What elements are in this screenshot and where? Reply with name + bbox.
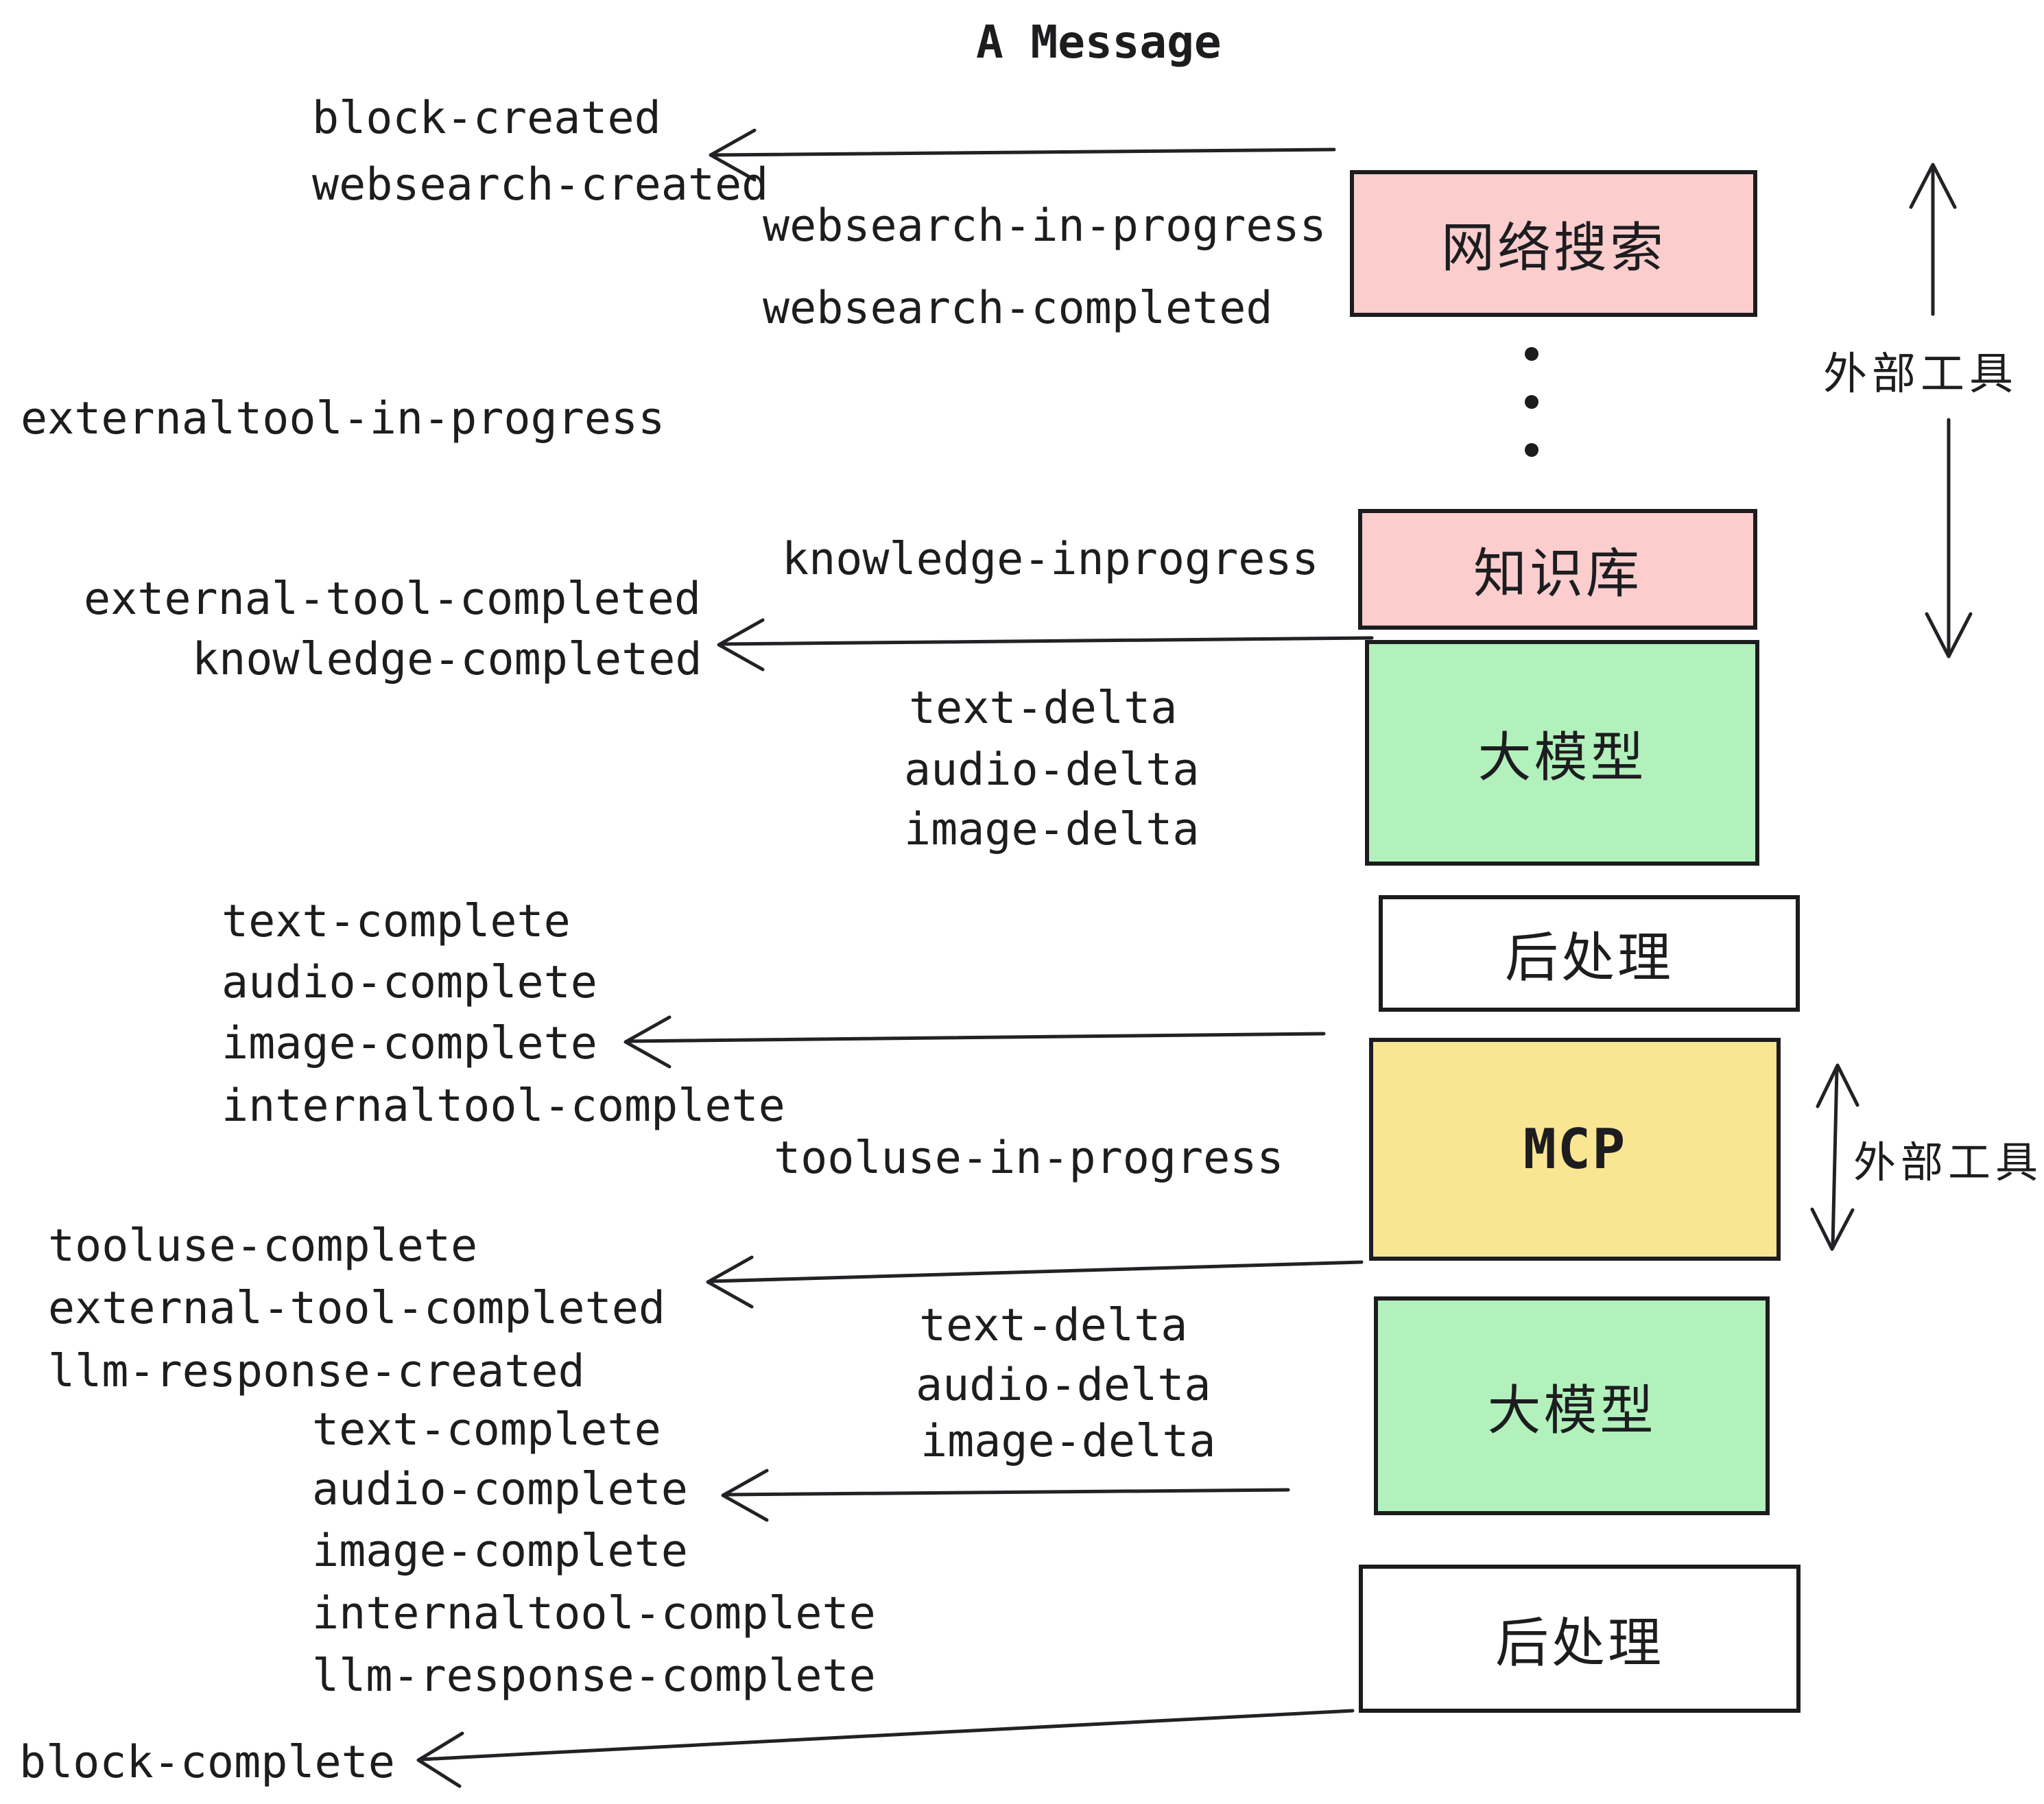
box-post-processing-2: 后处理: [1359, 1565, 1801, 1713]
box-websearch: 网络搜索: [1350, 170, 1757, 317]
box-mcp-label: MCP: [1523, 1117, 1627, 1181]
event-websearch-in-progress: websearch-in-progress: [763, 200, 1327, 252]
event-websearch-created: websearch-created: [312, 159, 769, 211]
event-llm-response-complete: llm-response-complete: [312, 1650, 876, 1702]
arrow-llm2-to-audio-complete-icon: [721, 1469, 1290, 1522]
event-text-complete-1: text-complete: [222, 896, 571, 947]
label-external-tools-mcp: 外部工具: [1853, 1139, 2043, 1187]
event-text-delta-1: text-delta: [909, 683, 1178, 734]
event-audio-complete-2: audio-complete: [312, 1464, 688, 1515]
event-externaltool-in-progress: externaltool-in-progress: [21, 393, 665, 444]
event-audio-delta-1: audio-delta: [904, 744, 1200, 796]
arrow-websearch-to-created-icon: [709, 128, 1336, 182]
event-tooluse-complete: tooluse-complete: [48, 1220, 478, 1272]
event-external-tool-completed-1: external-tool-completed: [84, 573, 702, 625]
box-llm-1-label: 大模型: [1477, 726, 1647, 787]
event-image-complete-1: image-complete: [222, 1018, 597, 1069]
event-tooluse-in-progress: tooluse-in-progress: [774, 1132, 1284, 1184]
arrow-mcp-external-tools-icon: [1810, 1063, 1859, 1251]
box-knowledge-label: 知识库: [1473, 543, 1642, 604]
event-block-complete: block-complete: [19, 1737, 395, 1788]
page-title: A Message: [976, 16, 1222, 69]
box-websearch-label: 网络搜索: [1440, 217, 1666, 278]
box-llm-2-label: 大模型: [1487, 1379, 1656, 1440]
arrow-external-tools-up-icon: [1909, 163, 1957, 316]
event-block-created: block-created: [312, 93, 661, 144]
event-image-complete-2: image-complete: [312, 1526, 688, 1577]
box-post-processing-2-label: 后处理: [1495, 1613, 1664, 1673]
event-llm-response-created: llm-response-created: [48, 1346, 585, 1397]
event-knowledge-completed: knowledge-completed: [192, 634, 702, 685]
arrow-post1-to-complete-icon: [623, 1015, 1326, 1069]
event-knowledge-inprogress: knowledge-inprogress: [782, 534, 1319, 585]
event-text-complete-2: text-complete: [312, 1404, 661, 1456]
event-internaltool-complete-1: internaltool-complete: [222, 1080, 785, 1132]
event-websearch-completed: websearch-completed: [763, 283, 1273, 334]
arrow-post2-to-block-complete-icon: [416, 1709, 1355, 1788]
arrow-external-tools-down-icon: [1925, 418, 1973, 658]
box-post-processing-1-label: 后处理: [1504, 927, 1674, 988]
box-post-processing-1: 后处理: [1379, 895, 1800, 1012]
ellipsis-dots-icon: [1525, 347, 1538, 457]
event-text-delta-2: text-delta: [919, 1300, 1188, 1351]
box-knowledge: 知识库: [1358, 509, 1757, 630]
event-internaltool-complete-2: internaltool-complete: [312, 1588, 876, 1639]
event-image-delta-2: image-delta: [920, 1416, 1216, 1467]
event-audio-delta-2: audio-delta: [916, 1360, 1211, 1411]
box-llm-1: 大模型: [1365, 640, 1759, 866]
label-external-tools-top: 外部工具: [1823, 349, 2018, 399]
event-external-tool-completed-2: external-tool-completed: [48, 1283, 666, 1334]
event-audio-complete-1: audio-complete: [222, 957, 597, 1008]
box-mcp: MCP: [1369, 1038, 1781, 1261]
arrow-llm1-to-completed-icon: [717, 618, 1374, 672]
event-image-delta-1: image-delta: [904, 804, 1200, 855]
box-llm-2: 大模型: [1374, 1296, 1770, 1515]
